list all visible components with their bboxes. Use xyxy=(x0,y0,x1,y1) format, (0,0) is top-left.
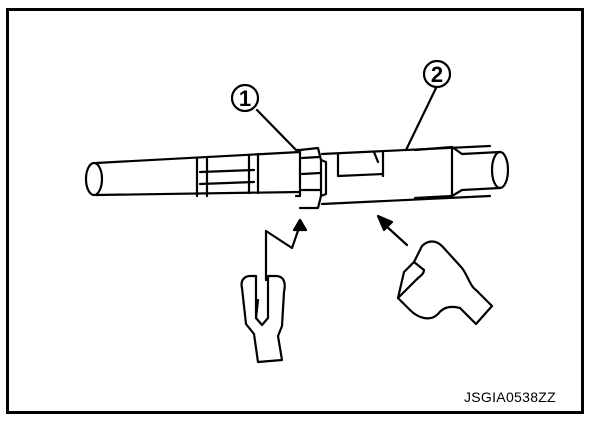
arrow-to-nut xyxy=(264,218,308,282)
inner-rod xyxy=(84,150,302,198)
callout-1-label: 1 xyxy=(239,86,251,111)
arrow-to-outer-rod xyxy=(376,214,409,247)
callout-2-label: 2 xyxy=(431,62,443,87)
callout-2-marker: 2 xyxy=(422,59,452,89)
illustration-frame xyxy=(6,8,584,414)
wrench-icon-left xyxy=(240,274,286,364)
figure-code: JSGIA0538ZZ xyxy=(463,389,556,405)
callout-1-marker: 1 xyxy=(230,83,260,113)
outer-rod xyxy=(320,144,510,206)
lock-nut xyxy=(294,146,328,210)
callout-leaders xyxy=(255,86,438,154)
wrench-icon-right xyxy=(396,240,494,326)
